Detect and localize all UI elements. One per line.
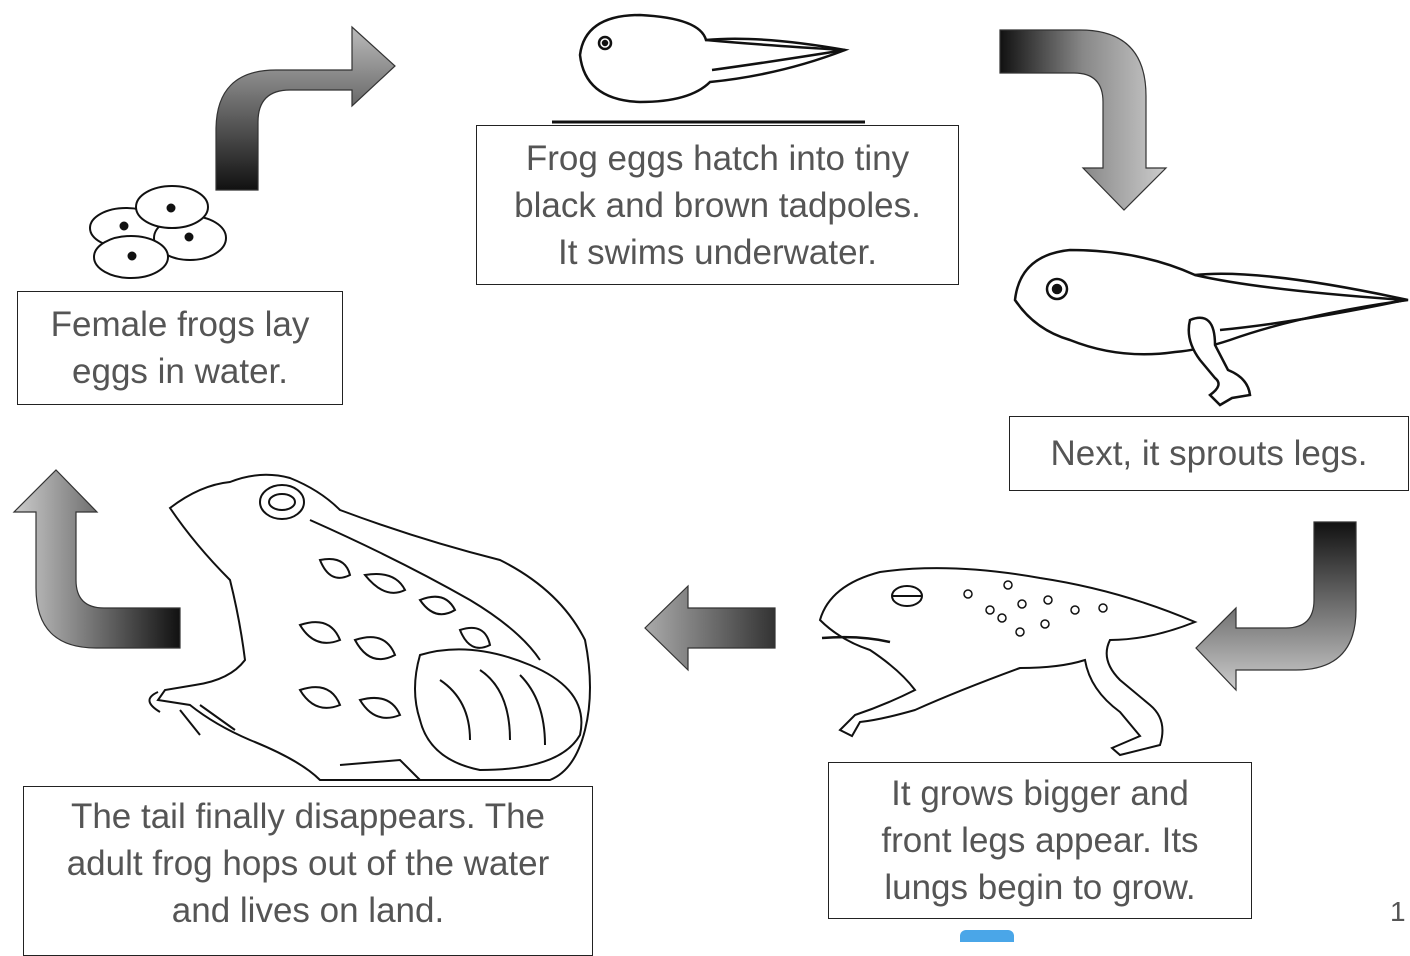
caption-eggs: Female frogs lay eggs in water. bbox=[17, 291, 343, 405]
cycle-arrow-4 bbox=[645, 586, 775, 670]
frog-eggs-illustration bbox=[90, 186, 226, 278]
caption-tadpole: Frog eggs hatch into tiny black and brow… bbox=[476, 125, 959, 285]
cycle-arrow-2 bbox=[1000, 30, 1166, 210]
froglet-illustration bbox=[820, 568, 1195, 755]
caption-adult-frog: The tail finally disappears. The adult f… bbox=[23, 786, 593, 956]
adult-frog-illustration bbox=[149, 475, 590, 780]
page-number: 1 bbox=[1390, 896, 1406, 928]
cycle-arrow-5 bbox=[14, 470, 180, 648]
scroll-handle[interactable] bbox=[960, 930, 1014, 942]
caption-froglet: It grows bigger and front legs appear. I… bbox=[828, 762, 1252, 919]
cycle-arrow-1 bbox=[216, 27, 395, 190]
caption-tadpole-legs: Next, it sprouts legs. bbox=[1009, 416, 1409, 491]
cycle-arrow-3 bbox=[1196, 522, 1356, 690]
tadpole-with-legs-illustration bbox=[1015, 250, 1408, 405]
tadpole-illustration bbox=[552, 15, 865, 122]
